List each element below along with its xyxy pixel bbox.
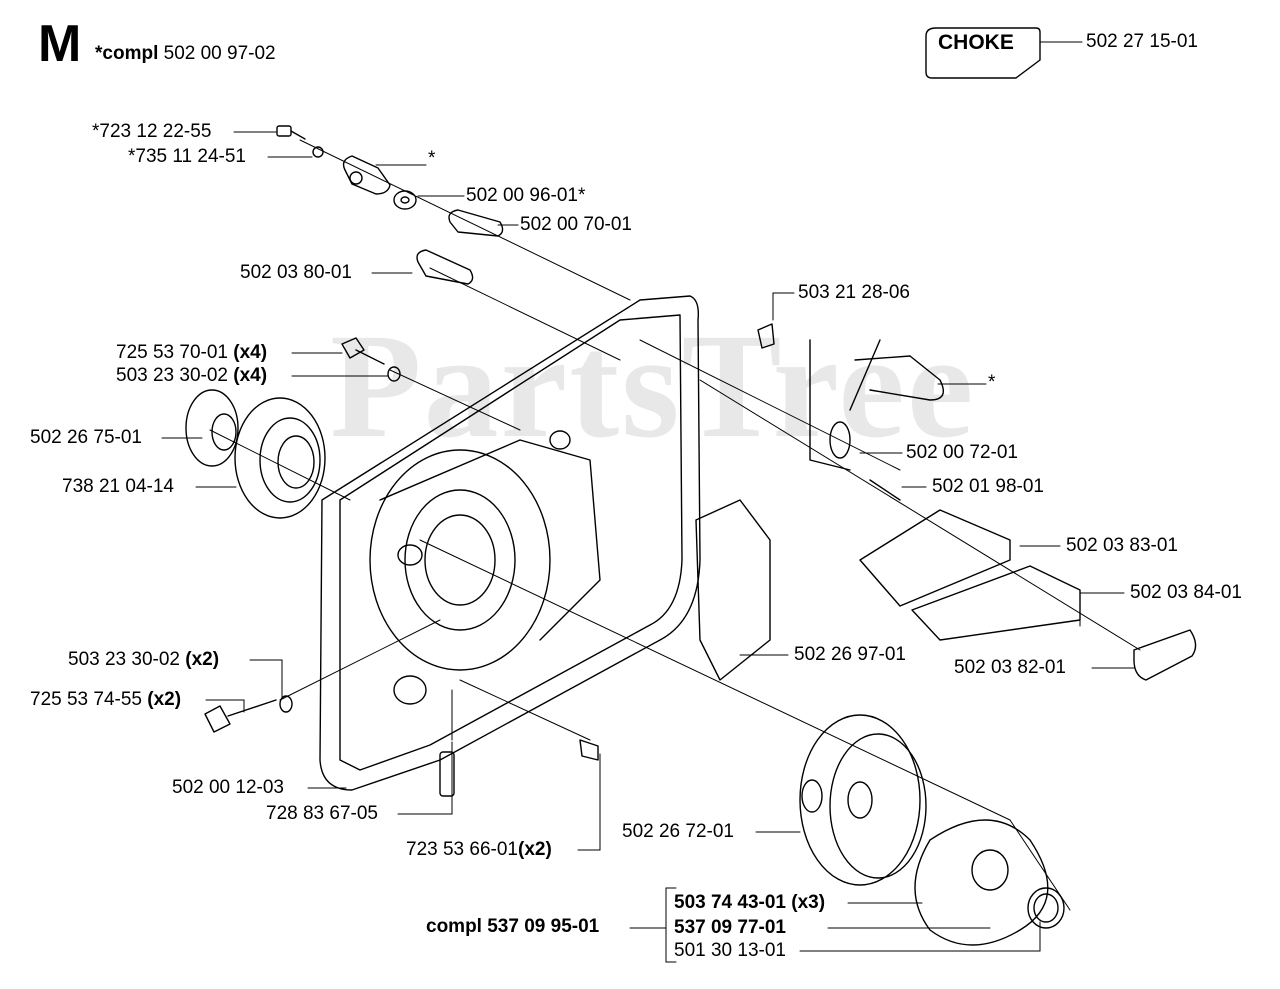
part-label: 502 03 82-01 — [954, 657, 1066, 678]
part-label: 502 03 84-01 — [1130, 582, 1242, 603]
part-label: 503 23 30-02 (x2) — [68, 649, 220, 670]
part-label: 502 03 83-01 — [1066, 535, 1178, 556]
assembly-header: *compl 502 00 97-02 — [95, 43, 276, 65]
bearing-ring — [185, 389, 239, 467]
part-label: * — [988, 372, 996, 393]
assembly-axes — [209, 139, 1141, 911]
part-label: 502 26 75-01 — [30, 427, 142, 448]
part-label: *723 12 22-55 — [92, 121, 212, 142]
part-label: 503 23 30-02 (x4) — [116, 365, 268, 386]
clutch-compl-label: compl 537 09 95-01 — [426, 916, 600, 937]
clutch-item: 501 30 13-01 — [674, 940, 786, 961]
part-label: 502 00 12-03 — [172, 777, 284, 798]
part-label: 728 83 67-05 — [266, 803, 378, 824]
section-letter: M — [38, 15, 82, 73]
compl-prefix: *compl — [95, 43, 159, 64]
compl-number: 502 00 97-02 — [163, 43, 276, 64]
screw-top — [276, 125, 324, 158]
part-label: * — [428, 148, 436, 169]
part-label: 725 53 70-01 (x4) — [116, 342, 268, 363]
part-label: 502 26 97-01 — [794, 644, 906, 665]
choke-badge-label: CHOKE — [938, 31, 1014, 54]
watermark: PartsTree — [330, 303, 976, 469]
part-label: 725 53 74-55 (x2) — [30, 689, 182, 710]
part-label: 738 21 04-14 — [62, 476, 174, 497]
part-label: 502 26 72-01 — [622, 821, 734, 842]
part-label: 502 01 98-01 — [932, 476, 1044, 497]
part-label: 503 21 28-06 — [798, 282, 910, 303]
ball-bearing — [234, 397, 326, 519]
part-label: 502 00 96-01* — [466, 185, 586, 206]
gasket — [695, 499, 771, 681]
part-label: 502 00 70-01 — [520, 214, 632, 235]
clutch-shoes — [914, 819, 1049, 946]
choke-badge-shape — [925, 27, 1041, 79]
clutch-drum — [799, 714, 921, 886]
crankcase-body — [319, 295, 701, 791]
clutch-item: 503 74 43-01 (x3) — [674, 892, 826, 913]
part-label: *735 11 24-51 — [128, 146, 246, 167]
choke-part-number: 502 27 15-01 — [1086, 31, 1198, 52]
part-label: 502 03 80-01 — [240, 262, 352, 283]
part-label: 502 00 72-01 — [906, 442, 1018, 463]
clutch-group-bracket — [665, 887, 677, 963]
part-label: 723 53 66-01(x2) — [406, 839, 552, 860]
clutch-item: 537 09 77-01 — [674, 917, 786, 938]
bracket-part — [342, 155, 391, 195]
